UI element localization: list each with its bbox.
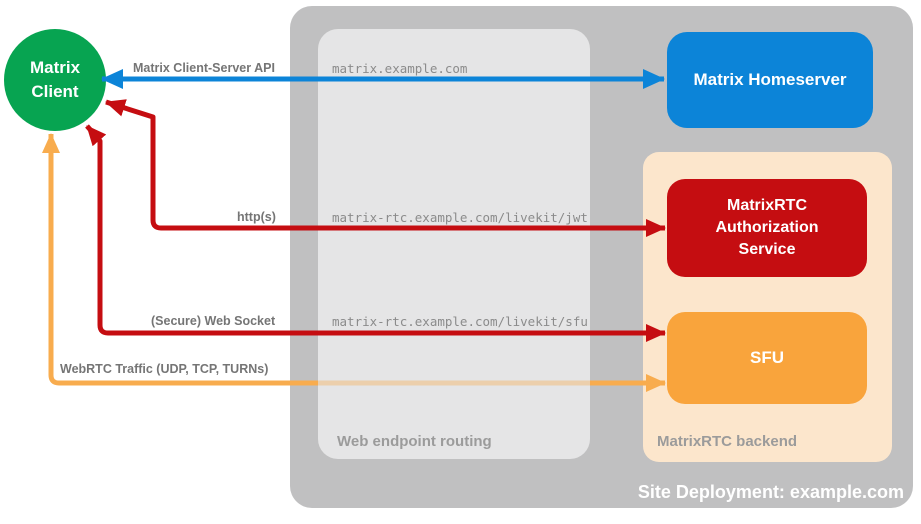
- matrix-homeserver-node: Matrix Homeserver: [667, 32, 873, 128]
- sfu-label: SFU: [750, 348, 784, 367]
- websocket-label: (Secure) Web Socket: [151, 314, 276, 328]
- livekit-jwt-route: matrix-rtc.example.com/livekit/jwt: [332, 210, 588, 225]
- https-label: http(s): [237, 210, 276, 224]
- matrixrtc-authorization-service-node: MatrixRTC Authorization Service: [667, 179, 867, 277]
- matrixrtc-authorization-service-label: MatrixRTC Authorization Service: [715, 197, 819, 258]
- matrix-domain-route: matrix.example.com: [332, 61, 468, 76]
- web-endpoint-routing-label: Web endpoint routing: [337, 433, 492, 450]
- sfu-node: SFU: [667, 312, 867, 404]
- webrtc-traffic-arrow-up: [42, 133, 318, 386]
- web-endpoint-routing-container: [318, 29, 590, 459]
- webrtc-traffic-label: WebRTC Traffic (UDP, TCP, TURNs): [60, 362, 269, 376]
- matrix-client-label: Matrix Client: [29, 58, 81, 101]
- site-deployment-label: Site Deployment: example.com: [637, 482, 904, 502]
- matrix-client-node: Matrix Client: [4, 29, 106, 131]
- matrixrtc-backend-label: MatrixRTC backend: [657, 433, 798, 450]
- matrix-homeserver-label: Matrix Homeserver: [693, 70, 847, 89]
- livekit-sfu-route: matrix-rtc.example.com/livekit/sfu: [332, 314, 588, 329]
- client-server-api-label: Matrix Client-Server API: [133, 61, 275, 75]
